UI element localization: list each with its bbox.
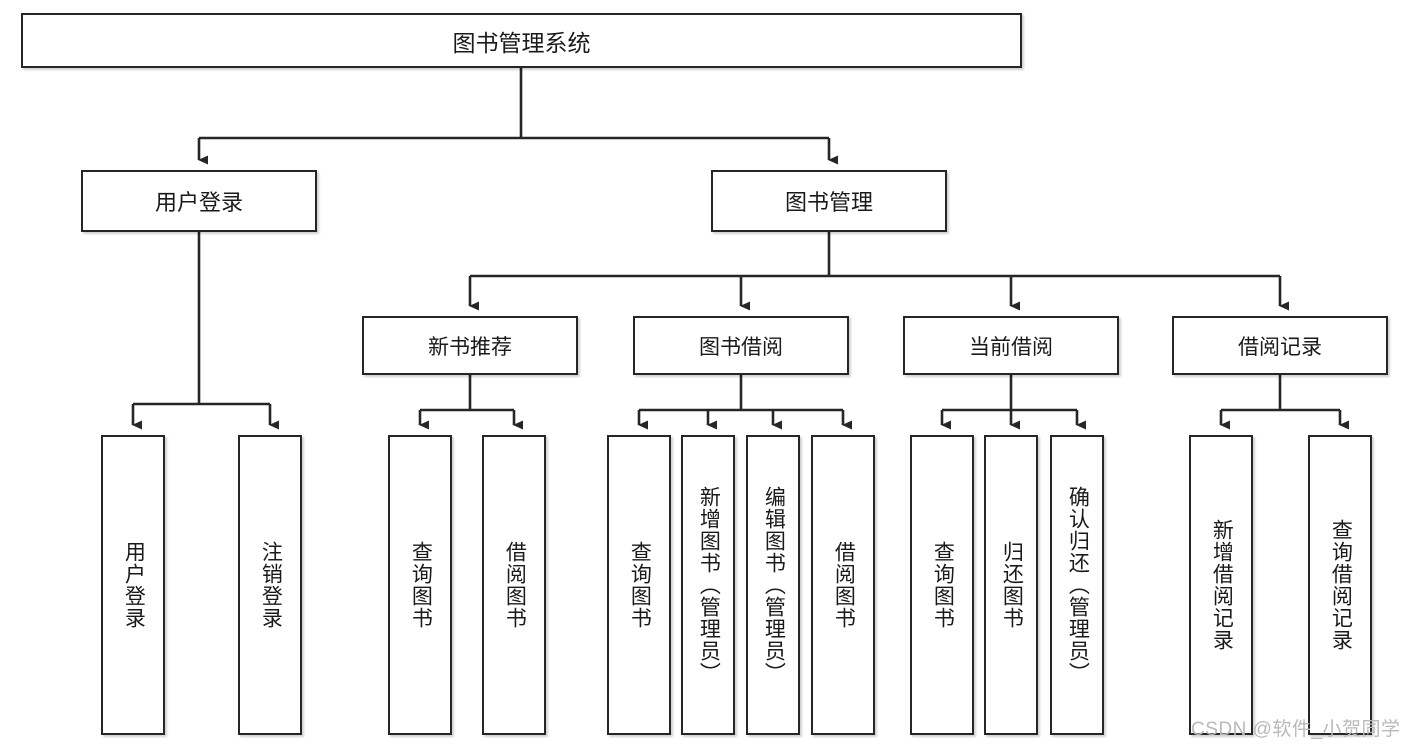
leaf-query-book-recommend[interactable]: 查询图书 — [388, 435, 452, 735]
leaf-user-login[interactable]: 用户登录 — [101, 435, 165, 735]
node-user-login[interactable]: 用户登录 — [81, 170, 317, 232]
leaf-add-book-admin-label: 新增图书（管理员） — [697, 486, 721, 684]
leaf-edit-book-admin-label: 编辑图书（管理员） — [762, 486, 786, 684]
node-new-book-recommend[interactable]: 新书推荐 — [362, 316, 578, 375]
leaf-borrow-book-label: 借阅图书 — [832, 541, 856, 629]
node-borrow-records-label: 借阅记录 — [1238, 335, 1322, 359]
leaf-query-book-current[interactable]: 查询图书 — [910, 435, 974, 735]
node-current-borrow-label: 当前借阅 — [969, 335, 1053, 359]
node-book-borrow-label: 图书借阅 — [699, 335, 783, 359]
node-borrow-records[interactable]: 借阅记录 — [1172, 316, 1388, 375]
leaf-confirm-return-admin[interactable]: 确认归还（管理员） — [1050, 435, 1104, 735]
leaf-add-borrow-record-label: 新增借阅记录 — [1210, 519, 1234, 651]
leaf-query-borrow-record-label: 查询借阅记录 — [1329, 519, 1353, 651]
leaf-query-book-current-label: 查询图书 — [931, 541, 955, 629]
node-book-management[interactable]: 图书管理 — [711, 170, 947, 232]
leaf-logout-label: 注销登录 — [259, 541, 283, 629]
node-current-borrow[interactable]: 当前借阅 — [903, 316, 1119, 375]
leaf-return-book[interactable]: 归还图书 — [984, 435, 1038, 735]
node-book-borrow[interactable]: 图书借阅 — [633, 316, 849, 375]
leaf-query-book-borrow-label: 查询图书 — [628, 541, 652, 629]
leaf-query-book-recommend-label: 查询图书 — [409, 541, 433, 629]
leaf-query-borrow-record[interactable]: 查询借阅记录 — [1308, 435, 1372, 735]
node-root[interactable]: 图书管理系统 — [21, 13, 1022, 68]
leaf-logout[interactable]: 注销登录 — [238, 435, 302, 735]
watermark: CSDN @软件_小贺同学 — [1191, 719, 1401, 740]
leaf-borrow-book[interactable]: 借阅图书 — [811, 435, 875, 735]
leaf-edit-book-admin[interactable]: 编辑图书（管理员） — [746, 435, 800, 735]
node-root-label: 图书管理系统 — [452, 29, 591, 56]
node-book-management-label: 图书管理 — [784, 190, 873, 215]
leaf-confirm-return-admin-label: 确认归还（管理员） — [1066, 486, 1090, 684]
node-user-login-label: 用户登录 — [154, 190, 243, 215]
leaf-user-login-label: 用户登录 — [122, 541, 146, 629]
leaf-borrow-book-recommend-label: 借阅图书 — [503, 541, 527, 629]
leaf-borrow-book-recommend[interactable]: 借阅图书 — [482, 435, 546, 735]
leaf-query-book-borrow[interactable]: 查询图书 — [607, 435, 671, 735]
node-new-book-recommend-label: 新书推荐 — [428, 335, 512, 359]
leaf-return-book-label: 归还图书 — [1000, 541, 1024, 629]
leaf-add-borrow-record[interactable]: 新增借阅记录 — [1189, 435, 1253, 735]
leaf-add-book-admin[interactable]: 新增图书（管理员） — [681, 435, 735, 735]
